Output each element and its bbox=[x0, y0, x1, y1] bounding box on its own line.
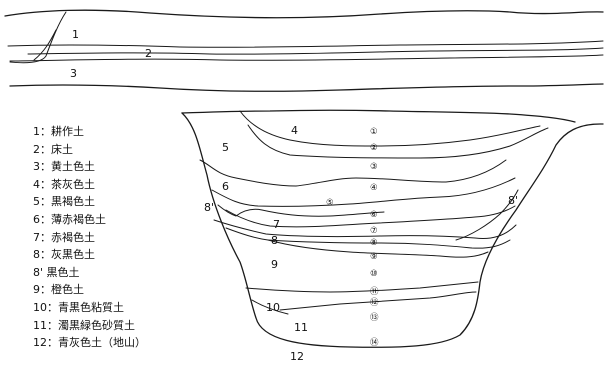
ground-surface-line bbox=[4, 9, 604, 19]
boundary-6-top bbox=[199, 159, 507, 187]
legend-item: 1：耕作土 bbox=[33, 125, 84, 138]
sample-point-7: ⑦ bbox=[370, 226, 378, 236]
pit-outline bbox=[181, 112, 604, 348]
layer-label-11: 11 bbox=[294, 321, 308, 334]
legend-item: 4：茶灰色土 bbox=[33, 177, 95, 191]
layer8a-left bbox=[217, 204, 385, 217]
left-cut-line-2 bbox=[33, 29, 57, 61]
boundary-9-10 bbox=[245, 281, 479, 293]
sample-point-10: ⑩ bbox=[370, 269, 378, 279]
legend-item: 8：灰黒色土 bbox=[33, 248, 95, 262]
legend-item: 11：濁黒緑色砂質土 bbox=[33, 318, 135, 332]
sample-point-6: ⑥ bbox=[370, 210, 378, 220]
layer-label-10: 10 bbox=[266, 301, 280, 314]
layer2-top-line bbox=[27, 47, 604, 55]
boundary-11-12 bbox=[251, 299, 289, 315]
sample-point-3: ③ bbox=[370, 162, 378, 172]
layer-label-8prime-right: 8' bbox=[508, 194, 518, 207]
layer1-bottom-line bbox=[7, 40, 604, 48]
boundary-4-5 bbox=[239, 110, 541, 147]
layer-label-9: 9 bbox=[271, 258, 278, 271]
sample-point-2: ② bbox=[370, 143, 378, 153]
boundary-8-9 bbox=[267, 239, 489, 258]
layer-legend: 1：耕作土 2：床土 3：黄土色土 4：茶灰色土 5：黒褐色土 6：薄赤褐色土 … bbox=[33, 123, 146, 352]
sample-point-14: ⑭ bbox=[370, 338, 379, 348]
legend-item: 10：青黒色粘質土 bbox=[33, 300, 124, 314]
layer3-bottom-line bbox=[9, 83, 604, 92]
layer-label-1: 1 bbox=[72, 28, 79, 41]
legend-item: 2：床土 bbox=[33, 142, 73, 156]
layer-label-8: 8 bbox=[271, 234, 278, 247]
boundary-6-7 bbox=[225, 205, 516, 228]
legend-item: 3：黄土色土 bbox=[33, 160, 95, 174]
boundary-6-bottom bbox=[211, 177, 516, 207]
layer-labels: 1 2 3 4 5 6 7 8 8' 8' 9 10 11 12 bbox=[70, 28, 518, 363]
sample-point-11: ⑪ bbox=[370, 287, 379, 297]
layer-label-3: 3 bbox=[70, 67, 77, 80]
legend-item: 12：青灰色土（地山） bbox=[33, 336, 146, 350]
sample-point-13: ⑬ bbox=[370, 313, 379, 323]
boundary-10-11 bbox=[279, 291, 477, 311]
pit-top-edge bbox=[181, 109, 576, 123]
layer-label-5: 5 bbox=[222, 141, 229, 154]
sample-point-8: ⑧ bbox=[370, 238, 378, 248]
boundary-5-6 bbox=[247, 124, 549, 159]
legend-item: 6：薄赤褐色土 bbox=[33, 212, 106, 226]
boundary-7-8 bbox=[213, 219, 517, 239]
layer8b-right bbox=[455, 189, 519, 241]
legend-item: 7：赤褐色土 bbox=[33, 230, 95, 244]
legend-item: 5：黒褐色土 bbox=[33, 195, 95, 209]
sample-point-4: ④ bbox=[370, 183, 378, 193]
layer-label-4: 4 bbox=[291, 124, 298, 137]
layer-label-8prime-left: 8' bbox=[204, 201, 214, 214]
sample-points: ① ② ③ ④ ⑤ ⑥ ⑦ ⑧ ⑨ ⑩ ⑪ ⑫ ⑬ ⑭ bbox=[326, 127, 379, 348]
sample-point-5: ⑤ bbox=[326, 198, 334, 208]
upper-strata bbox=[4, 9, 604, 92]
boundary-8-inner bbox=[225, 227, 511, 249]
pit bbox=[181, 109, 604, 348]
layer-label-7: 7 bbox=[273, 218, 280, 231]
legend-item: 9：橙色土 bbox=[33, 283, 84, 297]
legend-item: 8' 黒色土 bbox=[33, 265, 80, 279]
layer2-bottom-line bbox=[9, 54, 604, 62]
sample-point-12: ⑫ bbox=[370, 298, 379, 308]
layer-label-2: 2 bbox=[145, 47, 152, 60]
left-cut-line bbox=[9, 11, 67, 64]
layer-label-12: 12 bbox=[290, 350, 304, 363]
sample-point-9: ⑨ bbox=[370, 252, 378, 262]
layer-label-6: 6 bbox=[222, 180, 229, 193]
sample-point-1: ① bbox=[370, 127, 378, 137]
